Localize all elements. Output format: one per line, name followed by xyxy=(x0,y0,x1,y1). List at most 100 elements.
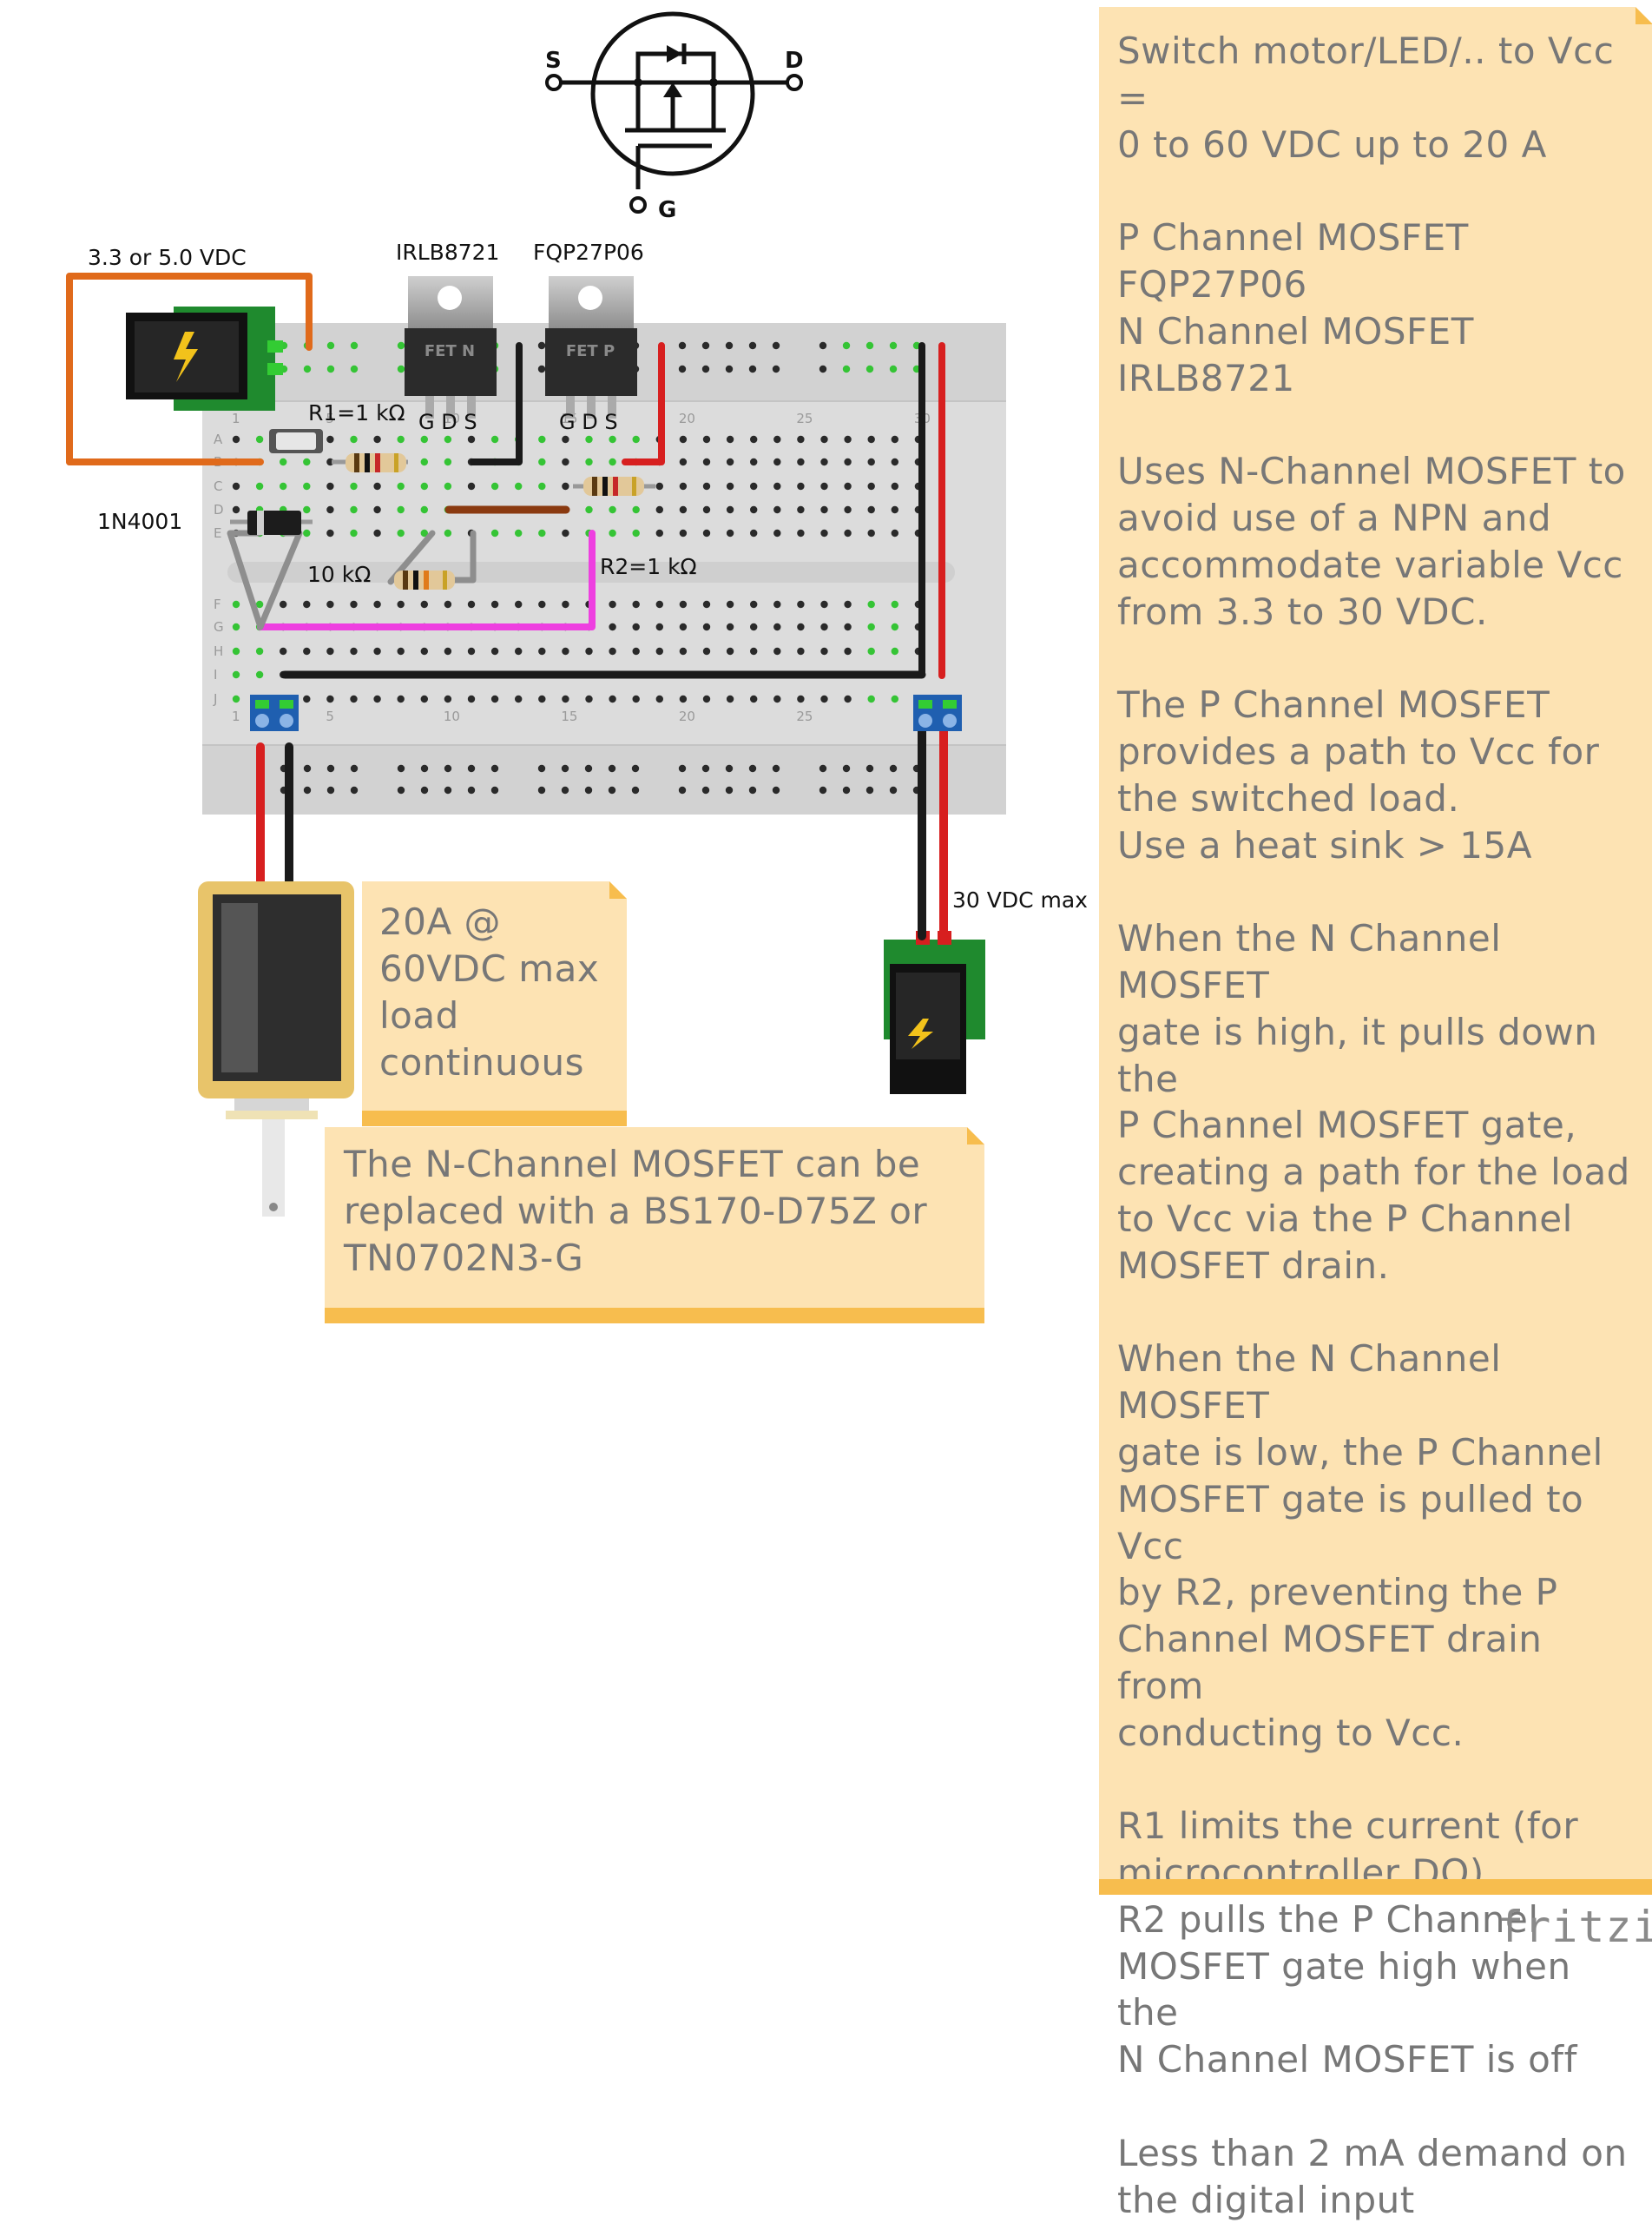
breadboard-hole xyxy=(397,647,405,656)
breadboard-hole xyxy=(889,365,898,373)
breadboard-hole xyxy=(326,786,335,795)
breadboard-hole xyxy=(420,647,428,656)
row-letter: C xyxy=(214,478,222,494)
breadboard-hole xyxy=(772,764,780,773)
breadboard-hole xyxy=(373,505,381,514)
breadboard-hole xyxy=(515,695,523,703)
breadboard-hole xyxy=(232,482,240,491)
breadboard-hole xyxy=(537,365,546,373)
breadboard-hole xyxy=(889,764,898,773)
note-circuit-description: Switch motor/LED/.. to Vcc = 0 to 60 VDC… xyxy=(1099,7,1652,2221)
breadboard-hole xyxy=(585,695,593,703)
breadboard-hole xyxy=(350,764,359,773)
symbol-drain-label: D xyxy=(785,48,804,74)
breadboard-hole xyxy=(561,764,569,773)
pmos-part-label: FQP27P06 xyxy=(533,240,644,265)
resistor-10k xyxy=(394,571,455,590)
breadboard-hole xyxy=(631,786,640,795)
breadboard-hole xyxy=(350,786,359,795)
breadboard-hole xyxy=(726,458,734,466)
column-number: 5 xyxy=(326,411,334,426)
breadboard-hole xyxy=(303,458,311,466)
breadboard-hole xyxy=(701,341,710,350)
breadboard-hole xyxy=(326,435,334,444)
breadboard-hole xyxy=(397,600,405,609)
breadboard-hole xyxy=(609,505,616,514)
breadboard-hole xyxy=(797,623,805,631)
breadboard-hole xyxy=(609,529,616,538)
breadboard-hole xyxy=(655,482,663,491)
breadboard-hole xyxy=(490,600,499,609)
breadboard-hole xyxy=(631,764,640,773)
breadboard-hole xyxy=(397,482,405,491)
terminal-block-left xyxy=(250,695,299,731)
breadboard-hole xyxy=(655,695,663,703)
breadboard-hole xyxy=(820,647,828,656)
breadboard-hole xyxy=(467,764,476,773)
breadboard-hole xyxy=(420,786,429,795)
breadboard-hole xyxy=(562,647,569,656)
symbol-gate-label: G xyxy=(658,197,676,223)
breadboard-hole xyxy=(797,505,805,514)
breadboard-hole xyxy=(867,695,875,703)
breadboard-hole xyxy=(538,529,546,538)
breadboard-hole xyxy=(373,695,381,703)
row-letter: G xyxy=(214,619,224,635)
breadboard-hole xyxy=(726,482,734,491)
breadboard-hole xyxy=(467,695,476,703)
breadboard-hole xyxy=(420,435,428,444)
breadboard-hole xyxy=(797,647,805,656)
breadboard-hole xyxy=(537,341,546,350)
breadboard-hole xyxy=(515,482,523,491)
breadboard-hole xyxy=(303,365,312,373)
breadboard-hole xyxy=(797,695,805,703)
breadboard-hole xyxy=(844,600,852,609)
breadboard-hole xyxy=(232,435,240,444)
breadboard-hole xyxy=(350,435,358,444)
breadboard-hole xyxy=(773,482,781,491)
breadboard-hole xyxy=(515,529,523,538)
breadboard-hole xyxy=(679,529,688,538)
breadboard-hole xyxy=(702,623,711,631)
note-load-rating-text: 20A @ 60VDC max load continuous xyxy=(379,900,600,1084)
breadboard-hole xyxy=(490,435,499,444)
breadboard-hole xyxy=(867,647,875,656)
breadboard-hole xyxy=(232,505,240,514)
breadboard-hole xyxy=(844,695,852,703)
solenoid-load xyxy=(198,881,354,1217)
breadboard-hole xyxy=(326,764,335,773)
breadboard-hole xyxy=(865,341,874,350)
breadboard-hole xyxy=(820,695,828,703)
breadboard-hole xyxy=(326,482,334,491)
breadboard-hole xyxy=(280,482,287,491)
breadboard-hole xyxy=(326,505,334,514)
breadboard-hole xyxy=(844,623,852,631)
breadboard-hole xyxy=(750,647,758,656)
symbol-source-label: S xyxy=(545,48,562,74)
breadboard-hole xyxy=(867,505,875,514)
breadboard-hole xyxy=(891,529,899,538)
breadboard-hole xyxy=(726,505,734,514)
breadboard-hole xyxy=(490,482,499,491)
breadboard-hole xyxy=(397,435,405,444)
breadboard-hole xyxy=(350,365,359,373)
breadboard-hole xyxy=(819,764,827,773)
breadboard-hole xyxy=(750,600,758,609)
breadboard-hole xyxy=(255,600,264,609)
breadboard-hole xyxy=(773,623,781,631)
breadboard-hole xyxy=(679,623,688,631)
breadboard-hole xyxy=(891,695,899,703)
breadboard-hole xyxy=(280,600,287,609)
breadboard-hole xyxy=(701,365,710,373)
r-10k-label: 10 kΩ xyxy=(307,562,371,587)
breadboard-hole xyxy=(842,764,851,773)
breadboard-hole xyxy=(844,529,852,538)
breadboard-hole xyxy=(444,482,452,491)
breadboard-hole xyxy=(844,435,852,444)
breadboard-hole xyxy=(820,505,828,514)
diode-1n4001 xyxy=(230,511,313,535)
breadboard-hole xyxy=(232,600,240,609)
breadboard-hole xyxy=(420,458,428,466)
breadboard-hole xyxy=(655,600,663,609)
breadboard-hole xyxy=(608,764,616,773)
